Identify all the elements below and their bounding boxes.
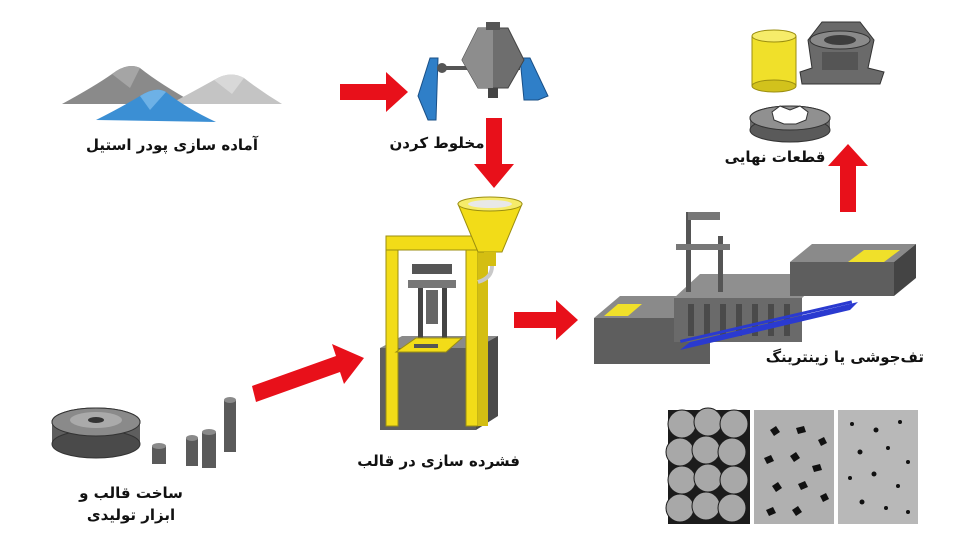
label-mixing: مخلوط کردن bbox=[389, 134, 485, 152]
microstructure-panels-icon bbox=[665, 407, 918, 524]
sintering-furnace-icon bbox=[594, 212, 916, 364]
arrow-compaction-to-sintering bbox=[514, 300, 578, 340]
label-sintering: تف‌جوشی یا زینترینگ bbox=[765, 348, 924, 366]
label-tooling-line1: ساخت قالب و bbox=[79, 484, 183, 502]
mixer-icon bbox=[417, 22, 549, 121]
label-compaction: فشرده سازی در قالب bbox=[357, 452, 520, 470]
arrow-powder-to-mixing bbox=[340, 72, 408, 112]
label-tooling-line2: ابزار تولیدی bbox=[86, 506, 176, 524]
powder-piles-icon bbox=[62, 66, 282, 122]
arrow-sintering-to-final bbox=[828, 144, 868, 212]
final-parts-icon bbox=[749, 21, 885, 143]
arrow-mixing-to-compaction bbox=[474, 118, 514, 188]
tooling-dies-icon bbox=[51, 397, 236, 468]
label-final-parts: قطعات نهایی bbox=[724, 148, 826, 166]
label-powder-preparation: آماده سازی پودر استیل bbox=[86, 136, 258, 154]
compaction-press-icon bbox=[380, 196, 523, 430]
arrow-tooling-to-compaction bbox=[252, 344, 364, 402]
